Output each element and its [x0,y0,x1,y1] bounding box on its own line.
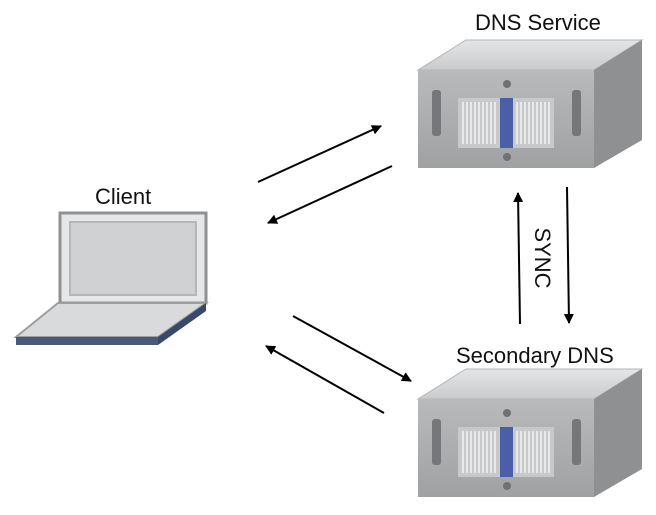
client-label: Client [95,184,152,209]
server-icon [416,368,644,497]
server-icon [416,39,644,168]
server-status-light [500,427,513,477]
arrow-sync-down [563,186,574,324]
arrow-sync-up [513,192,524,325]
laptop-icon [13,211,210,345]
arrow-dns-to-client [267,165,393,224]
arrow-client-to-dns [257,125,382,183]
secondary-dns-label: Secondary DNS [456,343,614,368]
arrow-secondary-to-client [265,345,385,414]
sync-label: SYNC [530,227,555,288]
arrow-client-to-secondary [292,315,412,382]
server-status-light [500,98,513,148]
dns-service-label: DNS Service [475,10,601,35]
